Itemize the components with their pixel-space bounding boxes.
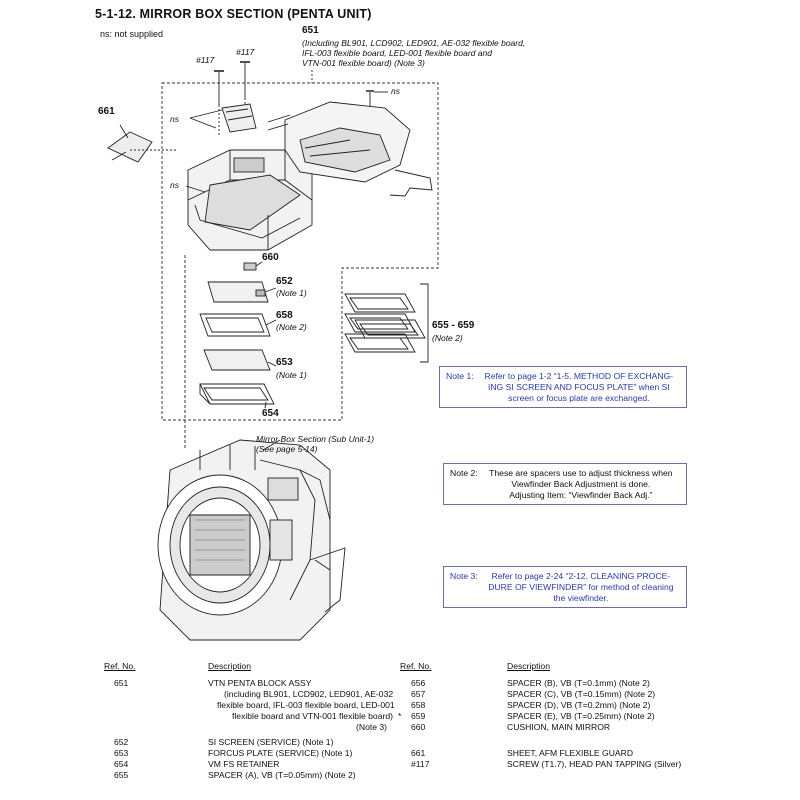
desc-cell: SHEET, AFM FLEXIBLE GUARD [507, 748, 634, 758]
caption-line: (See page 5-14) [256, 444, 318, 454]
note-3-head: Note 3: [450, 571, 478, 581]
desc-cell: SPACER (A), VB (T=0.05mm) (Note 2) [208, 770, 356, 780]
caption-line: (Including BL901, LCD902, LED901, AE-032… [302, 38, 526, 48]
note-2-line: These are spacers use to adjust thicknes… [489, 468, 673, 478]
part-label-658: 658 [276, 310, 293, 321]
note-3-line: DURE OF VIEWFINDER” for method of cleani… [488, 582, 674, 592]
header-ref-no: Ref. No. [400, 661, 432, 671]
part-label-653: 653 [276, 357, 293, 368]
desc-cell: (including BL901, LCD902, LED901, AE-032 [224, 689, 394, 699]
desc-cell: flexible board, IFL-003 flexible board, … [217, 700, 395, 710]
note-1-line: ING SI SCREEN AND FOCUS PLATE” when SI [487, 382, 670, 392]
note-3-line: the viewfinder. [553, 593, 609, 603]
part-651-caption: (Including BL901, LCD902, LED901, AE-032… [302, 38, 525, 68]
ns-legend: ns: not supplied [100, 29, 164, 39]
note-1-line: Refer to page 1-2 “1-5. METHOD OF EXCHAN… [484, 371, 674, 381]
part-658-note: (Note 2) [276, 322, 307, 332]
desc-cell: SCREW (T1.7), HEAD PAN TAPPING (Silver) [507, 759, 682, 769]
desc-cell: VM FS RETAINER [208, 759, 280, 769]
note-3-line: Refer to page 2-24 “2-12. CLEANING PROCE… [491, 571, 671, 581]
part-label-660: 660 [262, 252, 279, 263]
screw-icon [214, 61, 250, 135]
desc-cell: SI SCREEN (SERVICE) (Note 1) [208, 737, 334, 747]
caption-line: VTN-001 flexible board) (Note 3) [302, 58, 425, 68]
note-1-head: Note 1: [446, 371, 474, 381]
ref-cell: 658 [411, 700, 426, 710]
note-1-line: screen or focus plate are exchanged. [508, 393, 650, 403]
desc-cell: flexible board and VTN-001 flexible boar… [232, 711, 393, 721]
exploded-view-diagram [107, 61, 439, 641]
ns-label: ns [170, 114, 179, 124]
note-2-box: Note 2: These are spacers use to adjust … [443, 463, 687, 505]
part-label-652: 652 [276, 276, 293, 287]
screw-label-117-right: #117 [236, 47, 255, 57]
ref-cell: 655 [114, 770, 129, 780]
note-1-box: Note 1: Refer to page 1-2 “1-5. METHOD O… [439, 366, 687, 408]
caption-line: IFL-003 flexible board, LED-001 flexible… [302, 48, 492, 58]
ref-cell: 659 [411, 711, 426, 721]
ref-cell: #117 [411, 759, 430, 769]
ref-cell: 651 [114, 678, 129, 688]
ref-cell: 657 [411, 689, 426, 699]
ns-label: ns [170, 180, 179, 190]
part-653-note: (Note 1) [276, 370, 307, 380]
note-2-line: Viewfinder Back Adjustment is done. [511, 479, 651, 489]
desc-cell: VTN PENTA BLOCK ASSY [208, 678, 312, 688]
desc-cell: SPACER (D), VB (T=0.2mm) (Note 2) [507, 700, 651, 710]
page-title: 5-1-12. MIRROR BOX SECTION (PENTA UNIT) [95, 7, 372, 21]
desc-cell: SPACER (E), VB (T=0.25mm) (Note 2) [507, 711, 655, 721]
desc-cell: (Note 3) [356, 722, 388, 732]
note-2-head: Note 2: [450, 468, 478, 478]
part-label-654: 654 [262, 408, 279, 419]
screw-label-117-left: #117 [196, 55, 215, 65]
ns-label: ns [391, 86, 400, 96]
desc-cell: SPACER (C), VB (T=0.15mm) (Note 2) [507, 689, 656, 699]
ref-cell: 660 [411, 722, 426, 732]
header-description: Description [208, 661, 251, 671]
ref-cell: 654 [114, 759, 129, 769]
desc-cell: CUSHION, MAIN MIRROR [507, 722, 611, 732]
sub-unit-caption: Mirror Box Section (Sub Unit-1) (See pag… [256, 434, 374, 454]
header-ref-no: Ref. No. [104, 661, 136, 671]
part-652-note: (Note 1) [276, 288, 307, 298]
part-label-661: 661 [98, 106, 115, 117]
part-label-655-659: 655 - 659 [432, 320, 475, 331]
part-655-659-note: (Note 2) [432, 333, 463, 343]
ref-cell: 653 [114, 748, 129, 758]
note-2-line: Adjusting Item: “Viewfinder Back Adj.” [509, 490, 653, 500]
mark-cell: * [398, 711, 402, 721]
desc-cell: FORCUS PLATE (SERVICE) (Note 1) [208, 748, 353, 758]
ref-cell: 661 [411, 748, 426, 758]
note-3-box: Note 3: Refer to page 2-24 “2-12. CLEANI… [443, 566, 687, 608]
ref-cell: 656 [411, 678, 426, 688]
part-label-651: 651 [302, 25, 319, 36]
desc-cell: SPACER (B), VB (T=0.1mm) (Note 2) [507, 678, 650, 688]
ref-cell: 652 [114, 737, 129, 747]
caption-line: Mirror Box Section (Sub Unit-1) [256, 434, 375, 444]
header-description: Description [507, 661, 550, 671]
